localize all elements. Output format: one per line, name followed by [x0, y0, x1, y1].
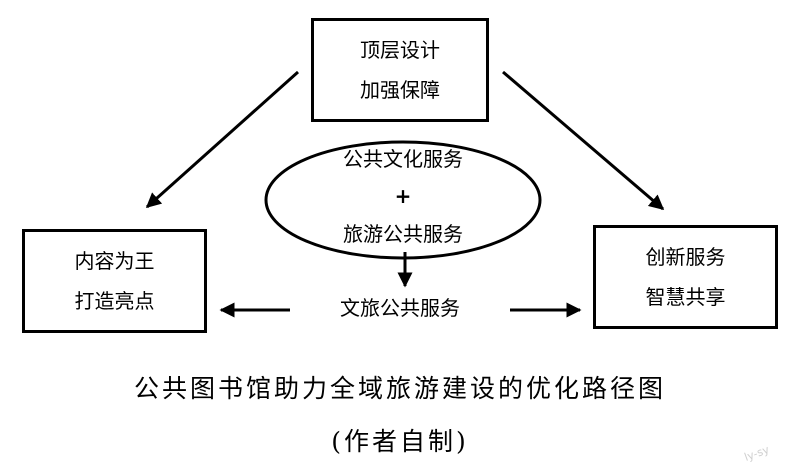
arrow-top-to-right	[502, 70, 665, 211]
right-box-line1: 创新服务	[645, 245, 726, 269]
left-box-line2: 打造亮点	[74, 289, 155, 313]
ellipse-plus: +	[394, 184, 412, 208]
top-box: 顶层设计 加强保障	[311, 18, 489, 122]
ellipse-line1: 公共文化服务	[343, 147, 463, 171]
figure-caption: 公共图书馆助力全域旅游建设的优化路径图	[133, 374, 666, 403]
left-box: 内容为王 打造亮点	[22, 229, 207, 333]
left-box-line1: 内容为王	[74, 249, 155, 273]
center-ellipse	[264, 140, 542, 260]
ellipse-line2: 旅游公共服务	[343, 222, 463, 246]
right-box: 创新服务 智慧共享	[593, 225, 778, 329]
right-box-line2: 智慧共享	[645, 285, 726, 309]
center-label: 文旅公共服务	[290, 295, 510, 321]
arrow-top-to-left	[145, 70, 299, 209]
top-box-line2: 加强保障	[360, 78, 440, 102]
top-box-line1: 顶层设计	[360, 38, 440, 62]
figure-author-note: (作者自制)	[331, 427, 469, 456]
